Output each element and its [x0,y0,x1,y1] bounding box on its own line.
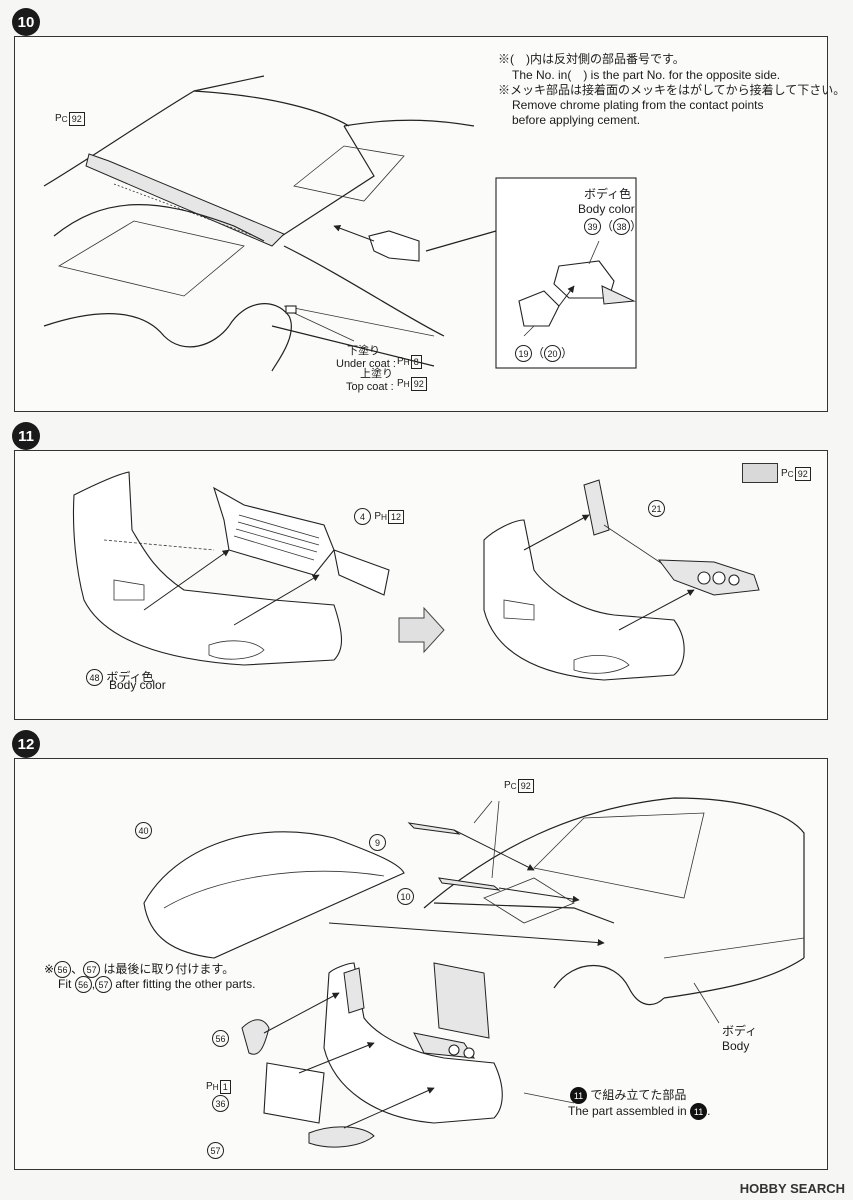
step11-illustration [72,471,760,681]
step10-illustration [43,75,637,372]
part-36-label: 36 [212,1095,229,1113]
note-chrome-ja: ※メッキ部品は接着面のメッキをはがしてから接着して下さい。 [498,83,846,97]
headlight-part-label: 21 [648,500,665,518]
mirror-color-en: Body color [578,202,635,216]
body-label-ja: ボディ [722,1024,758,1038]
bumper-color-en: Body color [109,678,166,692]
step-number-12: 12 [12,730,40,758]
assembled-note-ja: 11 で組み立てた部品 [570,1087,686,1105]
step-number-10: 10 [12,8,40,36]
bumper-part-label: 48 ボディ色 [86,669,154,687]
topcoat-en: Top coat : [346,381,394,393]
assembled-note-en: The part assembled in 11. [568,1103,710,1121]
final-fit-note-en: Fit 56,57 after fitting the other parts. [58,976,255,994]
wiper-part-9: 9 [369,834,386,852]
step10-panel [14,36,828,412]
part-56-label: 56 [212,1030,229,1048]
watermark-logo: HOBBY SEARCH [739,1181,845,1196]
note-opposite-side-ja: ※( )内は反対側の部品番号です。 [498,52,685,66]
wiper-part-10: 10 [397,888,414,906]
paint-swatch-c92 [742,463,778,483]
undercoat-en: Under coat : [336,358,396,370]
body-label-en: Body [722,1039,750,1053]
topcoat-ja: 上塗り [360,368,393,380]
note-chrome-en-1: Remove chrome plating from the contact p… [512,98,764,112]
mirror-color-ja: ボディ色 [584,187,632,201]
note-chrome-en-2: before applying cement. [512,113,641,127]
part-57-label: 57 [207,1142,224,1160]
undercoat-ja: 下塗り [347,345,380,357]
step12-illustration [143,797,805,1148]
hood-part-label: 40 [135,822,152,840]
mirror-parts-39-38: 39（38） [584,218,642,236]
step-number-11: 11 [12,422,40,450]
mirror-parts-19-20: 19（20） [515,345,573,363]
final-fit-note-ja: ※56、57 は最後に取り付けます。 [44,961,234,979]
note-opposite-side-en: The No. in( ) is the part No. for the op… [512,68,781,82]
